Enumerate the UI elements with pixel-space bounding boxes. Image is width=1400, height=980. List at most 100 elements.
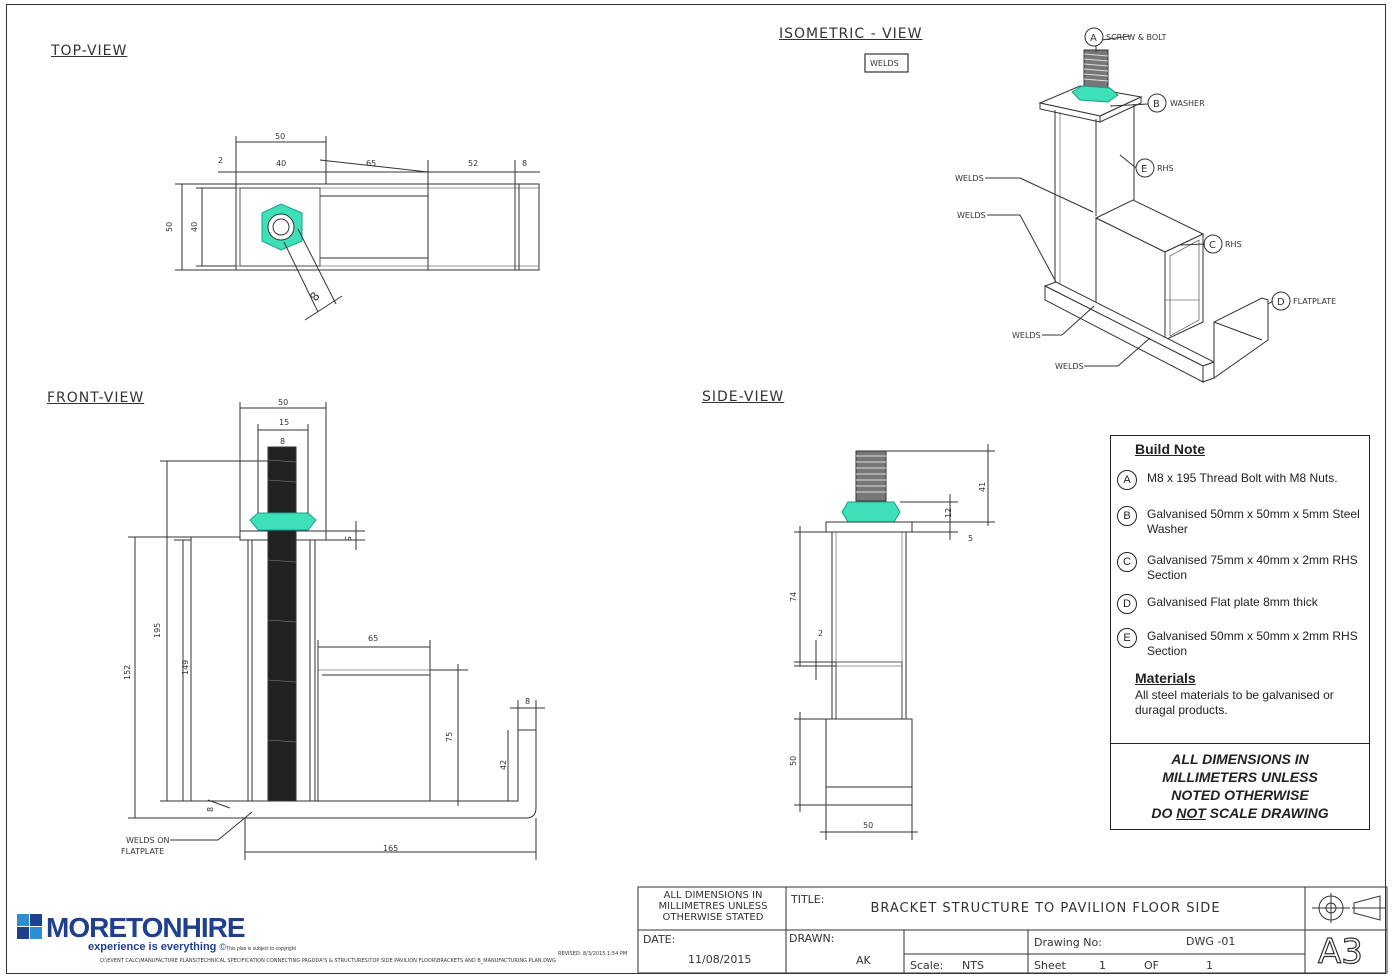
note-letter-d: D xyxy=(1117,594,1137,614)
front-view-title: FRONT-VIEW xyxy=(47,390,145,406)
dims-note-line1: ALL DIMENSIONS IN xyxy=(1171,751,1309,767)
projection-symbol-icon xyxy=(1312,893,1386,923)
iso-nut-icon xyxy=(1071,85,1119,103)
tb-sheet-total: 1 xyxy=(1206,959,1213,972)
label-a-letter: A xyxy=(1090,33,1097,44)
tb-scale-label: Scale: xyxy=(910,959,944,972)
side-bolt-icon xyxy=(855,450,887,502)
side-view-title: SIDE-VIEW xyxy=(702,389,785,405)
label-washer: WASHER xyxy=(1170,99,1205,108)
front-dim-8-bottom: 8 xyxy=(206,807,215,812)
welds-tag: WELDS xyxy=(870,59,899,68)
iso-welds-4: WELDS xyxy=(1055,362,1084,371)
side-dim-5: 5 xyxy=(968,534,973,543)
dims-note-line2: MILLIMETERS UNLESS xyxy=(1162,769,1318,785)
tb-dims-line3: OTHERWISE STATED xyxy=(662,912,764,923)
label-d-letter: D xyxy=(1277,297,1285,308)
front-dim-50: 50 xyxy=(278,398,288,407)
note-text-b: Galvanised 50mm x 50mm x 5mm Steel Washe… xyxy=(1147,507,1360,536)
top-dim-dia: 8 xyxy=(307,289,323,303)
label-rhs-e: RHS xyxy=(1157,164,1174,173)
side-view-drawing xyxy=(794,444,995,840)
tb-of-label: OF xyxy=(1144,959,1159,972)
materials-title: Materials xyxy=(1135,670,1196,686)
front-dim-5: 5 xyxy=(343,536,352,541)
logo-name: MORETONHIRE xyxy=(46,912,245,943)
title-block-dims-note: ALL DIMENSIONS IN MILLIMETRES UNLESS OTH… xyxy=(640,890,786,923)
side-dim-41: 41 xyxy=(978,482,987,492)
top-dim-2: 2 xyxy=(218,156,223,165)
top-view-title: TOP-VIEW xyxy=(51,43,128,59)
isometric-view-title: ISOMETRIC - VIEW xyxy=(779,26,923,42)
iso-welds-1: WELDS xyxy=(955,174,984,183)
materials-text: All steel materials to be galvanised or … xyxy=(1135,688,1334,717)
front-bolt-icon xyxy=(267,446,297,802)
note-letter-e: E xyxy=(1117,628,1137,648)
top-dim-v50: 50 xyxy=(165,222,174,232)
side-dim-74: 74 xyxy=(789,592,798,602)
note-letter-b: B xyxy=(1117,506,1137,526)
top-dim-50: 50 xyxy=(275,132,285,141)
logo-icon xyxy=(17,914,42,939)
front-dim-165: 165 xyxy=(383,844,398,853)
front-nut-icon xyxy=(249,512,317,531)
dims-note-rest: SCALE DRAWING xyxy=(1205,805,1329,821)
side-dim-2: 2 xyxy=(818,629,823,638)
side-dim-50-horizontal: 50 xyxy=(863,821,873,830)
logo-copyright: This plan is subject to copyright xyxy=(226,946,296,952)
title-block-grid xyxy=(637,886,1388,974)
top-dim-v40: 40 xyxy=(190,222,199,232)
tb-drawn-label: DRAWN: xyxy=(789,932,835,945)
front-dim-65: 65 xyxy=(368,634,378,643)
file-path: O:\EVENT CALC\MANUFACTURE PLANS\TECHNICA… xyxy=(100,958,556,964)
front-dim-8-right: 8 xyxy=(525,697,530,706)
top-dim-40: 40 xyxy=(276,159,286,168)
label-rhs-c: RHS xyxy=(1225,240,1242,249)
tb-sheet-label: Sheet xyxy=(1034,959,1066,972)
front-dim-15: 15 xyxy=(279,418,289,427)
note-text-e: Galvanised 50mm x 50mm x 2mm RHS Section xyxy=(1147,629,1358,658)
iso-welds-3: WELDS xyxy=(1012,331,1041,340)
tb-drawing-no-label: Drawing No: xyxy=(1034,936,1102,949)
top-dim-8: 8 xyxy=(522,159,527,168)
dims-note-do: DO xyxy=(1151,805,1177,821)
front-view-drawing xyxy=(128,402,545,860)
dims-note-not: NOT xyxy=(1176,805,1206,821)
tb-drawing-no: DWG -01 xyxy=(1186,935,1236,948)
drawing-title: BRACKET STRUCTURE TO PAVILION FLOOR SIDE xyxy=(870,901,1221,916)
side-dim-12: 12 xyxy=(944,508,953,518)
dimensions-note: ALL DIMENSIONS IN MILLIMETERS UNLESS NOT… xyxy=(1111,750,1369,822)
front-dim-42: 42 xyxy=(499,760,508,770)
build-note-panel: Build Note A M8 x 195 Thread Bolt with M… xyxy=(1110,435,1370,830)
tb-scale: NTS xyxy=(962,959,984,972)
front-dim-152: 152 xyxy=(123,665,132,680)
front-dim-75: 75 xyxy=(445,732,454,742)
iso-welds-2: WELDS xyxy=(957,211,986,220)
logo-tagline-text: experience is everything xyxy=(88,941,217,953)
tb-sheet-size: A3 xyxy=(1317,931,1363,972)
label-flatplate: FLATPLATE xyxy=(1293,297,1336,306)
revised-date: REVISED: 8/3/2015 1:54 PM xyxy=(558,951,628,957)
top-dim-65: 65 xyxy=(366,159,376,168)
top-dim-52: 52 xyxy=(468,159,478,168)
tb-title-label: TITLE: xyxy=(791,893,825,906)
copyright-icon: © xyxy=(219,942,227,952)
tb-sheet-num: 1 xyxy=(1099,959,1106,972)
label-b-letter: B xyxy=(1153,99,1160,110)
label-screw-bolt: SCREW & BOLT xyxy=(1106,33,1167,42)
tb-dims-line2: MILLIMETRES UNLESS xyxy=(658,901,768,912)
build-note-title: Build Note xyxy=(1135,441,1205,457)
logo-tagline: experience is everything ©This plan is s… xyxy=(88,941,296,953)
tb-dims-line1: ALL DIMENSIONS IN xyxy=(663,890,763,901)
tb-date: 11/08/2015 xyxy=(688,953,752,966)
label-e-letter: E xyxy=(1141,164,1147,175)
note-letter-c: C xyxy=(1117,552,1137,572)
top-view-drawing xyxy=(175,136,540,321)
tb-date-label: DATE: xyxy=(643,933,676,946)
side-nut-icon xyxy=(841,501,901,523)
front-welds-on: WELDS ON xyxy=(126,836,170,845)
front-dim-8: 8 xyxy=(280,437,285,446)
note-text-d: Galvanised Flat plate 8mm thick xyxy=(1147,595,1318,609)
dims-note-line4: DO NOT SCALE DRAWING xyxy=(1111,804,1369,822)
dims-note-line3: NOTED OTHERWISE xyxy=(1171,787,1309,803)
